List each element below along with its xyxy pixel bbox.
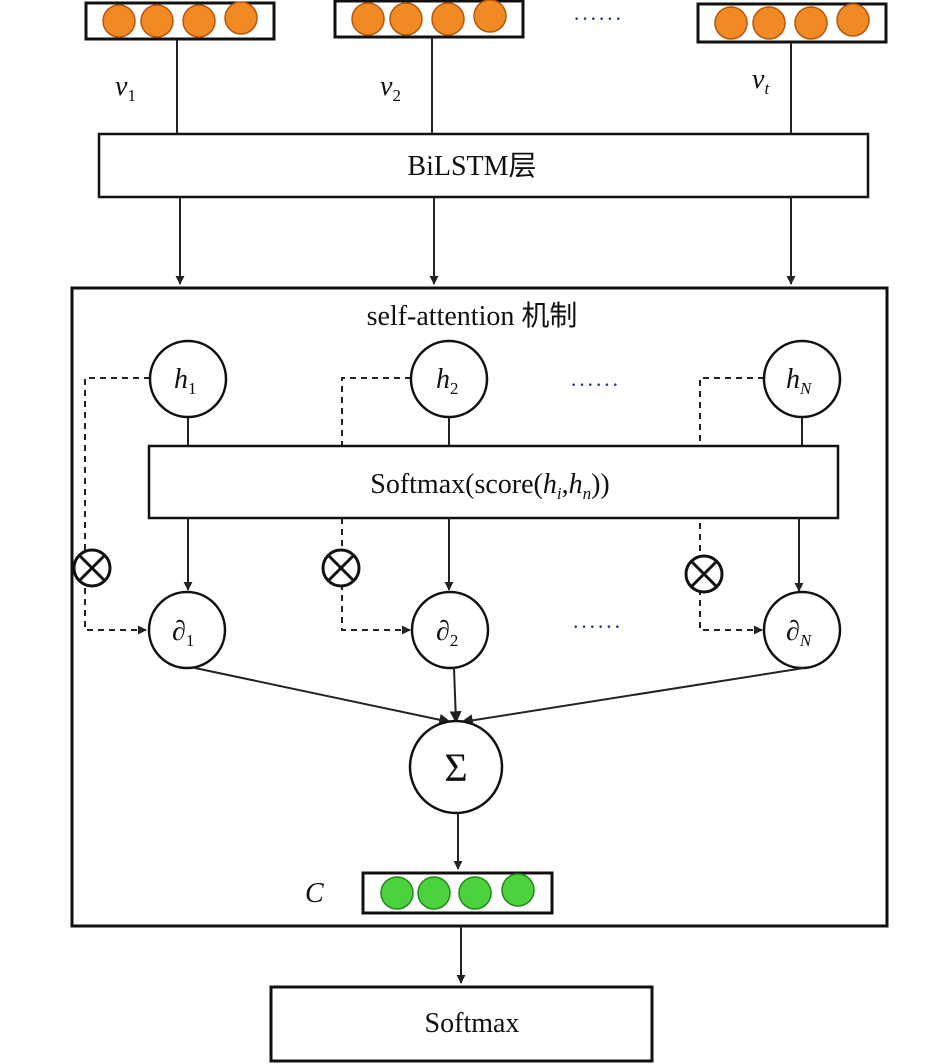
hidden-ellipsis: ······ xyxy=(570,372,620,397)
attention-weight-node-n: ∂N xyxy=(762,590,842,670)
v2-label: v2 xyxy=(380,71,401,105)
hidden-node-2: h2 xyxy=(409,339,489,419)
softmax-score-box: Softmax(score(hi,hn)) xyxy=(147,444,840,520)
input-vector-1 xyxy=(84,1,276,41)
bilstm-label: BiLSTM层 xyxy=(407,151,536,182)
multiply-symbol-n xyxy=(684,554,724,594)
sum-node: Σ xyxy=(408,719,504,815)
svg-text:∂2: ∂2 xyxy=(436,616,458,650)
attention-weight-node-1: ∂1 xyxy=(147,590,227,670)
svg-text:hN: hN xyxy=(786,364,813,398)
softmax-score-label: Softmax(score(hi,hn)) xyxy=(370,469,610,503)
hidden-node-n: hN xyxy=(762,339,842,419)
bilstm-layer-box: BiLSTM层 xyxy=(97,132,870,199)
input-vector-t xyxy=(696,2,888,44)
hidden-node-1: h1 xyxy=(148,339,228,419)
self-attention-title: self-attention 机制 xyxy=(367,300,578,332)
context-vector xyxy=(361,871,554,915)
input-ellipsis: ······ xyxy=(573,6,623,31)
svg-text:∂1: ∂1 xyxy=(172,616,194,650)
svg-text:h2: h2 xyxy=(436,364,459,398)
output-softmax-label: Softmax xyxy=(425,1008,520,1039)
v1-label: v1 xyxy=(115,71,136,105)
weight-ellipsis: ······ xyxy=(572,614,622,639)
output-softmax-box: Softmax xyxy=(269,985,654,1063)
input-vector-2 xyxy=(333,0,525,39)
context-label: C xyxy=(305,878,324,909)
svg-text:∂N: ∂N xyxy=(786,616,813,650)
vt-label: vt xyxy=(752,64,770,98)
multiply-symbol-2 xyxy=(321,548,361,588)
sum-symbol: Σ xyxy=(444,745,467,790)
svg-text:h1: h1 xyxy=(174,364,197,398)
multiply-symbol-1 xyxy=(72,548,112,588)
attention-weight-node-2: ∂2 xyxy=(410,590,490,670)
